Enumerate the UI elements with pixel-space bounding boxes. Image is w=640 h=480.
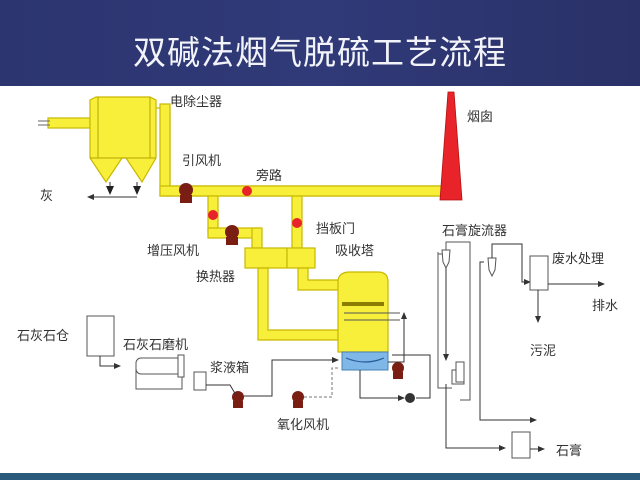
chimney: [439, 91, 463, 201]
limestone-silo: [86, 315, 121, 369]
label-gypsum: 石膏: [556, 444, 583, 459]
label-oxidation-fan: 氧化风机: [277, 418, 330, 433]
gypsum-pump: [405, 393, 415, 403]
booster-fan: [225, 225, 239, 245]
label-heat-exchanger: 换热器: [196, 270, 236, 285]
slurry-tank: [193, 357, 339, 397]
gypsum-line: [445, 384, 506, 451]
oxidation-fan: [292, 391, 304, 408]
slurry-pump: [232, 391, 244, 408]
limestone-mill: [135, 354, 185, 390]
oxidation-air-line: [304, 367, 340, 398]
label-bypass: 旁路: [256, 169, 283, 184]
gypsum-cyclone-1: [441, 241, 471, 361]
label-slurry-tank: 浆液箱: [210, 361, 250, 376]
label-sludge: 污泥: [530, 344, 557, 359]
absorber-inlet-duct: [257, 267, 343, 341]
electrostatic-precipitator: [87, 96, 157, 200]
label-limestone-silo: 石灰石仓: [17, 329, 70, 344]
slurry-lines: [359, 252, 452, 401]
page-title: 双碱法烟气脱硫工艺流程: [133, 33, 507, 72]
label-induced-fan: 引风机: [182, 154, 222, 169]
booster-damper: [208, 210, 218, 220]
label-absorber: 吸收塔: [335, 244, 375, 259]
induced-fan: [179, 183, 193, 203]
label-gypsum-cyclone: 石膏旋流器: [442, 224, 508, 239]
gypsum-cyclone-2: [460, 243, 537, 423]
label-limestone-mill: 石灰石磨机: [123, 338, 189, 353]
outlet-damper: [292, 218, 302, 228]
label-drainage: 排水: [592, 299, 619, 314]
label-damper: 挡板门: [316, 222, 356, 237]
bypass-damper: [242, 186, 252, 196]
label-booster-fan: 增压风机: [147, 244, 200, 259]
absorber-tower: [337, 271, 400, 371]
label-ash: 灰: [40, 189, 54, 204]
label-electrostatic-precipitator: 电除尘器: [170, 95, 223, 110]
label-chimney: 烟囱: [467, 110, 494, 125]
inlet-duct: [38, 117, 91, 129]
wastewater-treatment-unit: [529, 255, 605, 323]
footer-bar: [0, 473, 640, 480]
header-banner: 双碱法烟气脱硫工艺流程: [0, 0, 640, 86]
label-wastewater-treatment: 废水处理: [552, 252, 605, 267]
gypsum-storage: [511, 431, 545, 459]
heat-exchanger: [244, 247, 316, 269]
circulation-pump: [392, 362, 404, 379]
secondary-cyclone: [455, 361, 465, 383]
